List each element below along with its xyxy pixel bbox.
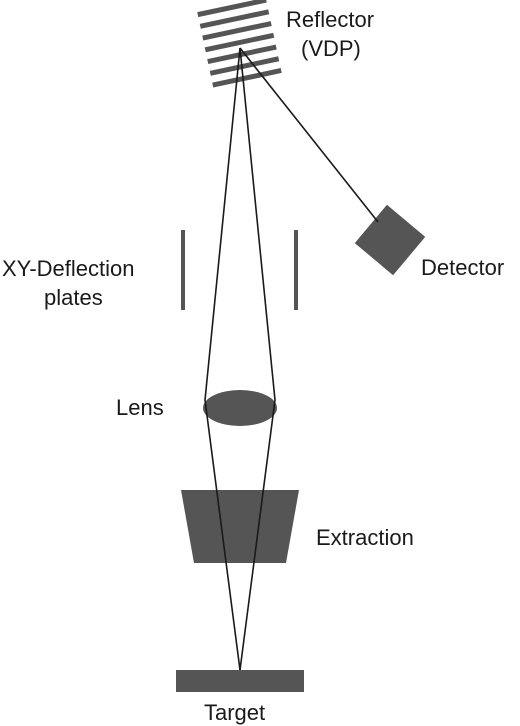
ray-left (204, 47, 241, 671)
target-label: Target (204, 700, 265, 725)
lens-label: Lens (116, 395, 164, 420)
detector-block (354, 204, 426, 276)
detector-label: Detector (421, 255, 504, 280)
ray-right (239, 47, 276, 671)
reflector-label-line2: (VDP) (301, 36, 361, 61)
ion-beam-rays (204, 47, 379, 671)
reflector-label-line1: Reflector (286, 7, 374, 32)
target-block (176, 670, 304, 692)
lens-shape (203, 390, 277, 426)
deflection-label-line2: plates (44, 285, 103, 310)
extraction-shape (181, 490, 299, 563)
extraction-label: Extraction (316, 525, 414, 550)
deflection-label-line1: XY-Deflection (2, 256, 134, 281)
ray-to-detector (239, 47, 379, 223)
reflector-stack (197, 0, 282, 88)
